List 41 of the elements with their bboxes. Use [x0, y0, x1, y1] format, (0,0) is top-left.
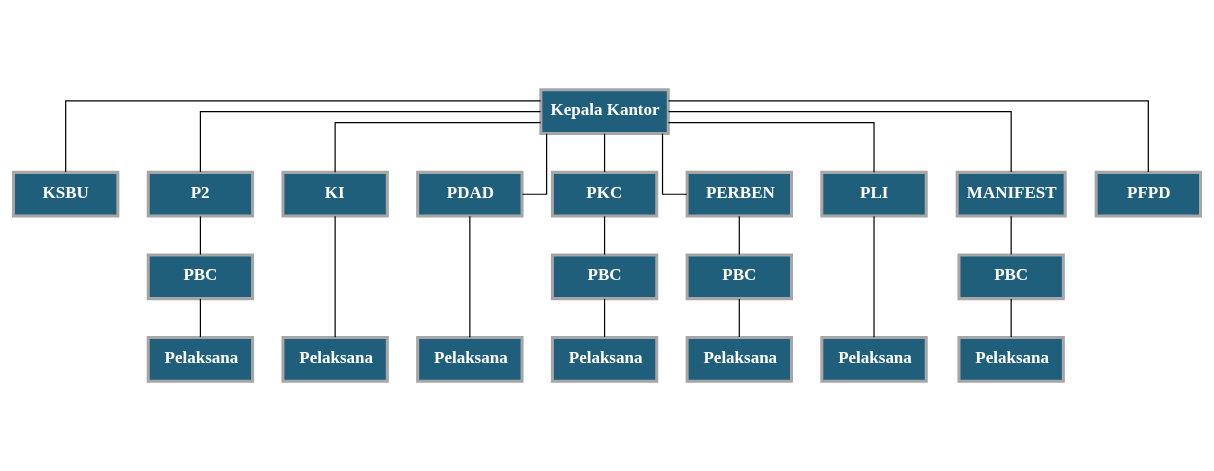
connector [667, 111, 1012, 173]
connector [603, 133, 606, 173]
node-box: Pelaksana [416, 335, 524, 383]
node-box: PBC [550, 253, 659, 301]
node-box: PLI [820, 170, 928, 218]
connector [199, 298, 201, 338]
node-box: Pelaksana [146, 335, 255, 383]
node-box: MANIFEST [955, 170, 1067, 218]
node-box: Pelaksana [685, 335, 793, 383]
connector [65, 100, 542, 173]
node-box: KI [281, 170, 389, 218]
node-box: PFPD [1094, 170, 1202, 218]
connector [667, 100, 1149, 173]
connector [334, 215, 336, 338]
connector [603, 215, 606, 256]
node-box: PERBEN [685, 170, 793, 218]
connector [469, 215, 471, 338]
connector [661, 133, 688, 195]
node-box: KSBU [12, 170, 120, 218]
connector [334, 122, 542, 173]
connector [603, 298, 606, 338]
node-box: Pelaksana [957, 335, 1065, 383]
node-box: PKC [550, 170, 659, 218]
connector [738, 215, 740, 256]
node-box: PBC [685, 253, 793, 301]
node-box: Pelaksana [550, 335, 659, 383]
connector [199, 215, 201, 256]
connector [521, 133, 548, 195]
node-box: P2 [146, 170, 255, 218]
connector [1010, 215, 1012, 256]
node-box: Pelaksana [820, 335, 928, 383]
node-box: Pelaksana [281, 335, 389, 383]
node-box: PDAD [416, 170, 524, 218]
connector [1010, 298, 1012, 338]
node-box: PBC [146, 253, 255, 301]
node-box: PBC [957, 253, 1065, 301]
node-box: Kepala Kantor [539, 88, 670, 136]
connector [199, 111, 542, 173]
connector [667, 122, 875, 173]
connector [738, 298, 740, 338]
connector [873, 215, 875, 338]
